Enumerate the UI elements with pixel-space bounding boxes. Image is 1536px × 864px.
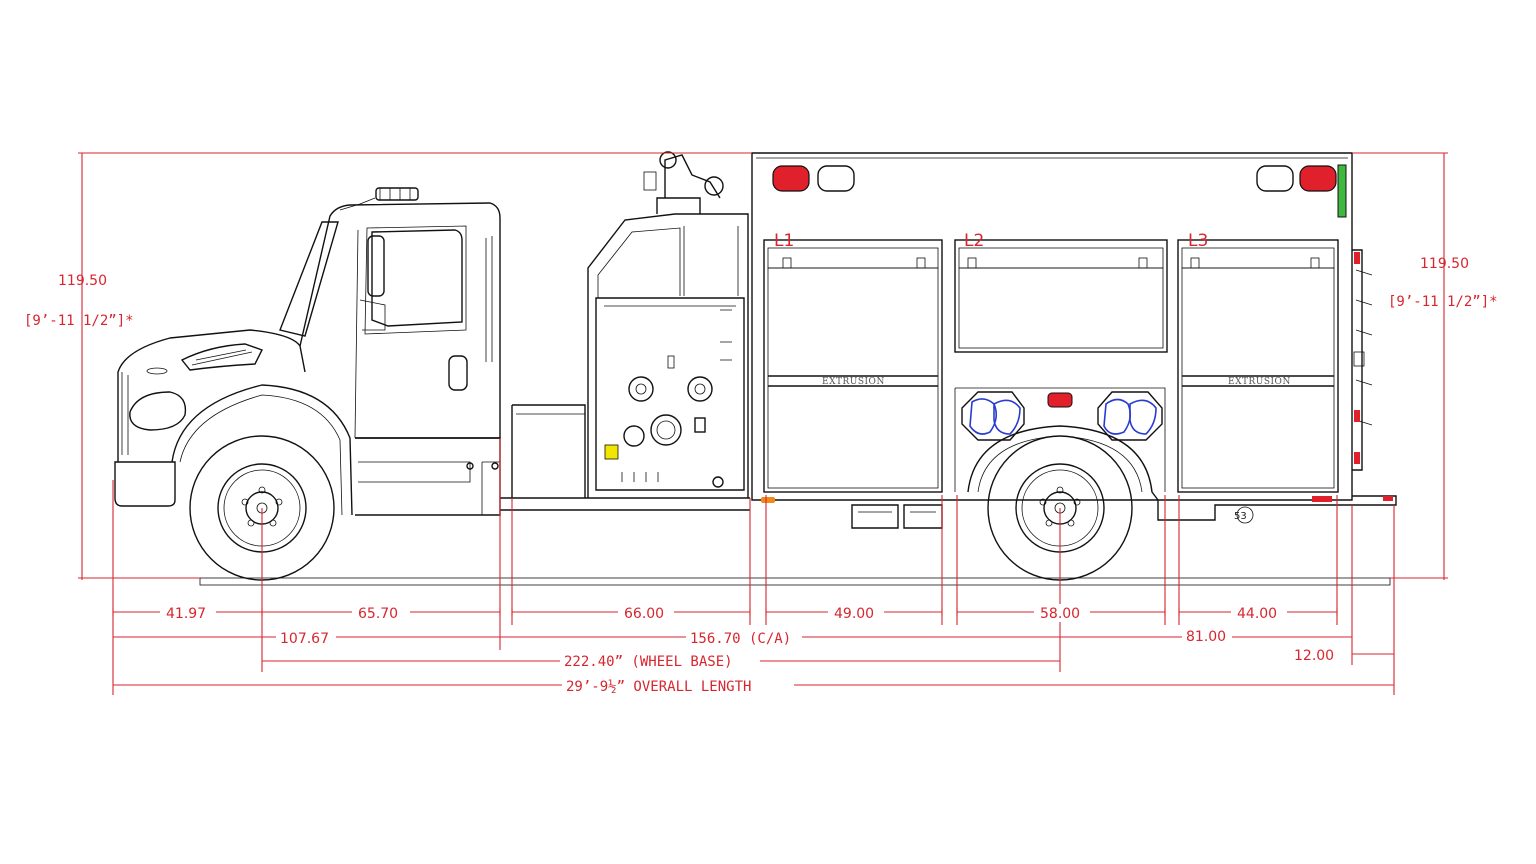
green-marker-light bbox=[1337, 164, 1347, 218]
height-right-ft-label: [9’-11 1/2”]* bbox=[1388, 294, 1498, 310]
hood-vent bbox=[180, 343, 263, 371]
wheel-base-label: 222.40” (WHEEL BASE) bbox=[564, 654, 733, 670]
roof-beacon bbox=[375, 187, 419, 201]
l2-width-label: 58.00 bbox=[1040, 606, 1080, 622]
rear-red-marker bbox=[1047, 392, 1073, 408]
windshield bbox=[279, 221, 339, 337]
front-wheel bbox=[189, 435, 335, 581]
pump-gauge bbox=[687, 376, 713, 402]
height-right-label: 119.50 bbox=[1420, 256, 1469, 272]
front-bumper bbox=[114, 461, 176, 507]
compartment-l1-label: L1 bbox=[774, 231, 794, 251]
amber-marker bbox=[761, 497, 775, 503]
front-fender bbox=[171, 384, 353, 516]
headlight bbox=[129, 391, 187, 431]
wheel-well-light bbox=[1097, 391, 1163, 441]
compartment-l2-label: L2 bbox=[964, 231, 984, 251]
compartment-l3-label: L3 bbox=[1188, 231, 1208, 251]
marker-light-clear bbox=[817, 165, 855, 192]
rear-step bbox=[1157, 495, 1397, 521]
cab-to-axle-label: 156.70 (C/A) bbox=[690, 631, 791, 647]
wheel-well-light bbox=[961, 391, 1025, 441]
bumper-to-cab-label: 107.67 bbox=[280, 631, 329, 647]
hood bbox=[117, 329, 306, 462]
cab-body bbox=[299, 202, 501, 439]
dimension-labels: 119.50 [9’-11 1/2”]* 119.50 [9’-11 1/2”]… bbox=[24, 256, 1498, 695]
rear-axle-to-body-label: 81.00 bbox=[1186, 629, 1226, 645]
ground-line bbox=[199, 577, 1391, 586]
door-handle bbox=[448, 355, 468, 391]
rear-step-label: 12.00 bbox=[1294, 648, 1334, 664]
pump-gauge bbox=[628, 376, 654, 402]
intake-valve bbox=[623, 425, 645, 447]
height-left-ft-label: [9’-11 1/2”]* bbox=[24, 313, 134, 329]
compartment-labels: L1 L2 L3 EXTRUSION EXTRUSION 53 bbox=[774, 231, 1291, 522]
deck-gun-monitor bbox=[643, 151, 724, 214]
compartment-l3 bbox=[1177, 239, 1339, 493]
extrusion-label-right: EXTRUSION bbox=[1228, 377, 1291, 387]
marker-light-clear bbox=[1256, 165, 1294, 192]
discharge-valve bbox=[650, 414, 682, 446]
cab-window bbox=[371, 229, 463, 327]
overall-length-label: 29’-9½” OVERALL LENGTH bbox=[566, 679, 751, 695]
l3-width-label: 44.00 bbox=[1237, 606, 1277, 622]
pump-house bbox=[587, 213, 749, 498]
rear-fender bbox=[967, 425, 1159, 501]
front-overhang-label: 41.97 bbox=[166, 606, 206, 622]
rear-tag-label: 53 bbox=[1234, 511, 1247, 522]
compartment-l1 bbox=[763, 239, 943, 493]
compartment-l2 bbox=[954, 239, 1168, 353]
warning-light bbox=[1299, 165, 1337, 192]
warning-light bbox=[772, 165, 810, 192]
side-mirror bbox=[367, 235, 385, 297]
cab-to-pump-label: 66.00 bbox=[624, 606, 664, 622]
apparatus-body bbox=[751, 152, 1353, 501]
truck-outline bbox=[114, 151, 1397, 586]
height-left-label: 119.50 bbox=[58, 273, 107, 289]
front-axle-to-cab-label: 65.70 bbox=[358, 606, 398, 622]
extrusion-label-left: EXTRUSION bbox=[822, 377, 885, 387]
l1-width-label: 49.00 bbox=[834, 606, 874, 622]
pump-panel-marker bbox=[604, 444, 619, 460]
